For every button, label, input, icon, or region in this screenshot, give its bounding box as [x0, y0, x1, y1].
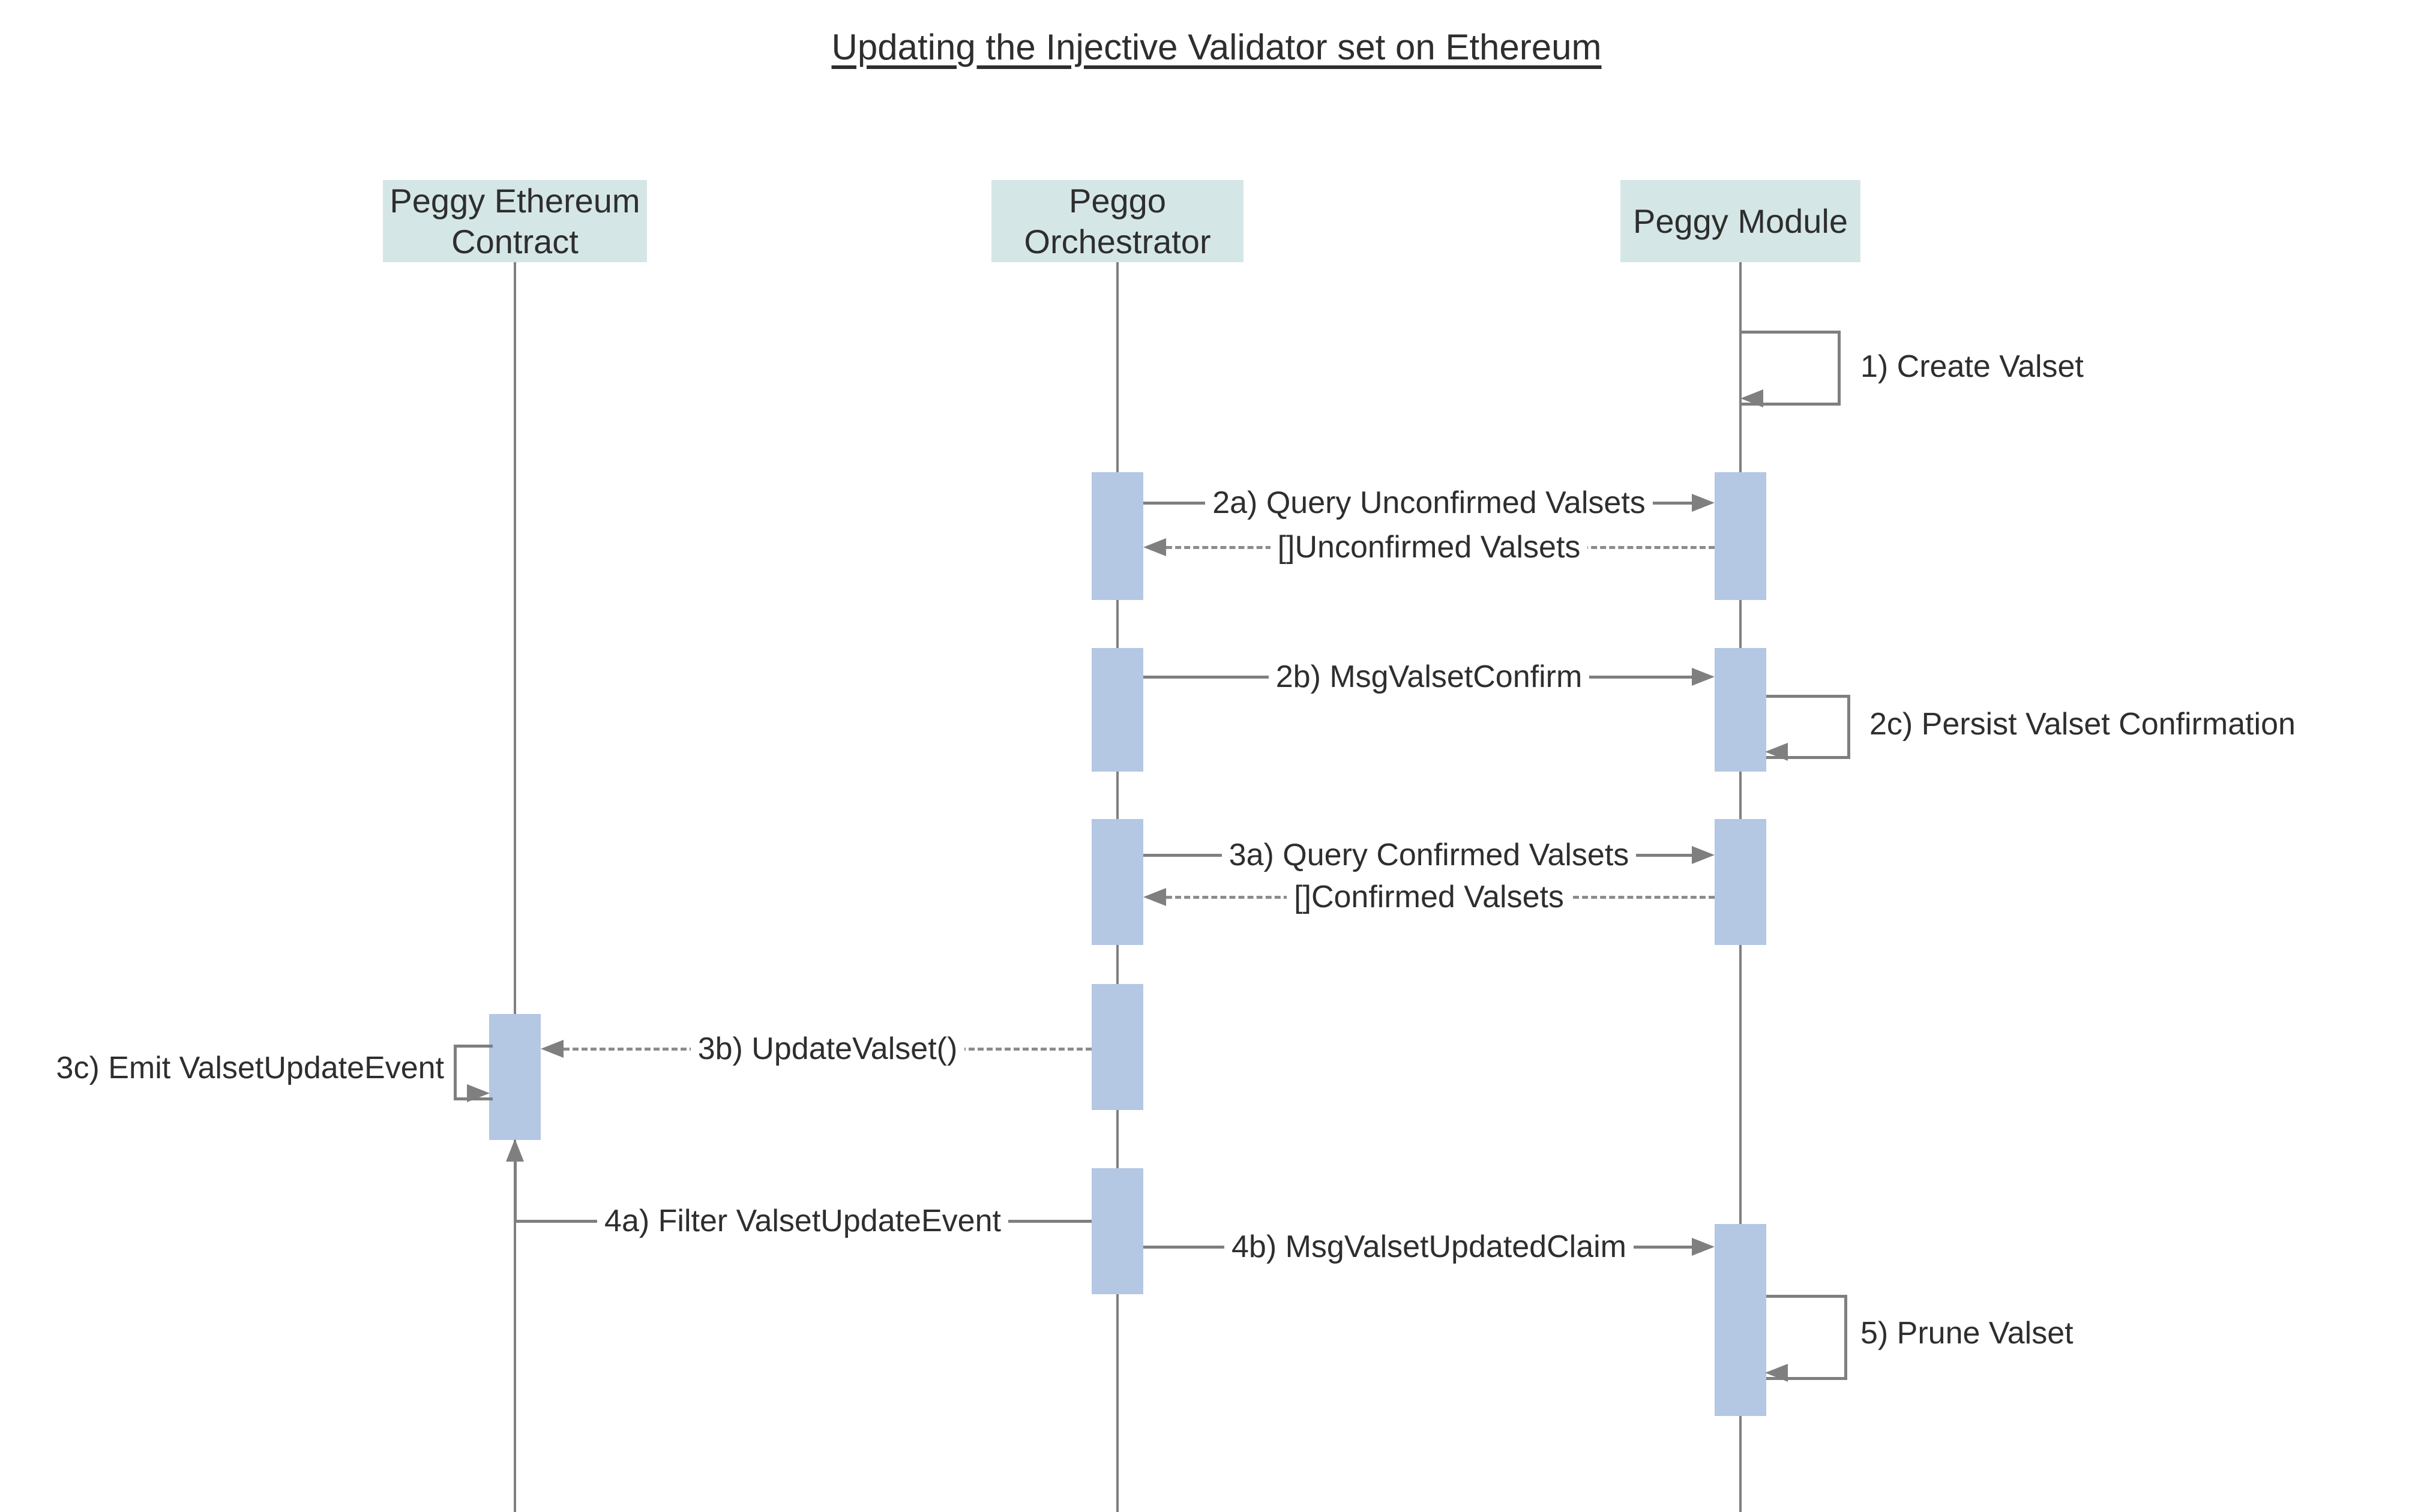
message-create-valset-label: 1) Create Valset [1860, 349, 2084, 384]
message-filter-event-label: 4a) Filter ValsetUpdateEvent [514, 1204, 1092, 1238]
message-emit-event-label: 3c) Emit ValsetUpdateEvent [56, 1051, 444, 1085]
arrowhead-query-unconfirmed [1692, 494, 1715, 512]
self-loop-prune-valset [1766, 1295, 1847, 1380]
arrowhead-create-valset [1740, 389, 1763, 407]
participant-label-line1: Peggy Module [1632, 202, 1848, 240]
message-valset-confirm-label: 2b) MsgValsetConfirm [1143, 659, 1715, 694]
arrowhead-emit-event [467, 1084, 490, 1102]
activation-bar-orchestrator-5 [1092, 1168, 1143, 1294]
arrowhead-filter-event [506, 1139, 524, 1162]
activation-bar-orchestrator-1 [1092, 472, 1143, 600]
arrowhead-valset-confirm [1692, 668, 1715, 686]
activation-bar-module-1 [1715, 472, 1766, 600]
message-update-valset-label: 3b) UpdateValset() [564, 1031, 1092, 1066]
arrowhead-persist-confirmation [1765, 743, 1788, 761]
arrowhead-update-valset [541, 1040, 564, 1058]
activation-bar-module-4 [1715, 1224, 1766, 1416]
arrowhead-query-confirmed [1692, 846, 1715, 864]
participant-header-peggo-orchestrator: Peggo Orchestrator [991, 180, 1244, 262]
activation-bar-module-3 [1715, 819, 1766, 945]
arrowhead-confirmed-return [1143, 888, 1166, 906]
message-filter-event-vline [514, 1157, 517, 1220]
message-query-unconfirmed-label: 2a) Query Unconfirmed Valsets [1143, 485, 1715, 520]
message-query-confirmed-label: 3a) Query Confirmed Valsets [1143, 838, 1715, 872]
participant-header-peggy-module: Peggy Module [1620, 180, 1860, 262]
activation-bar-orchestrator-3 [1092, 819, 1143, 945]
message-unconfirmed-return-label: []Unconfirmed Valsets [1143, 530, 1715, 565]
participant-label-line2: Contract [451, 222, 579, 260]
activation-bar-contract-1 [489, 1014, 541, 1140]
participant-label-line1: Peggy Ethereum [389, 182, 640, 220]
participant-label-line1: Peggo [1069, 182, 1166, 220]
activation-bar-orchestrator-2 [1092, 648, 1143, 772]
activation-bar-orchestrator-4 [1092, 984, 1143, 1110]
lifeline-peggy-ethereum-contract [514, 262, 516, 1512]
arrowhead-unconfirmed-return [1143, 538, 1166, 556]
message-confirmed-return-label: []Confirmed Valsets [1143, 880, 1715, 914]
message-prune-valset-label: 5) Prune Valset [1860, 1316, 2074, 1351]
self-loop-persist-confirmation [1766, 695, 1850, 759]
message-persist-confirmation-label: 2c) Persist Valset Confirmation [1869, 707, 2296, 742]
participant-header-peggy-ethereum-contract: Peggy Ethereum Contract [383, 180, 647, 262]
arrowhead-updated-claim [1692, 1238, 1715, 1256]
self-loop-create-valset [1742, 331, 1841, 406]
participant-label-line2: Orchestrator [1024, 222, 1211, 260]
activation-bar-module-2 [1715, 648, 1766, 772]
arrowhead-prune-valset [1765, 1364, 1788, 1382]
message-updated-claim-label: 4b) MsgValsetUpdatedClaim [1143, 1229, 1715, 1264]
diagram-title: Updating the Injective Validator set on … [831, 27, 1602, 67]
